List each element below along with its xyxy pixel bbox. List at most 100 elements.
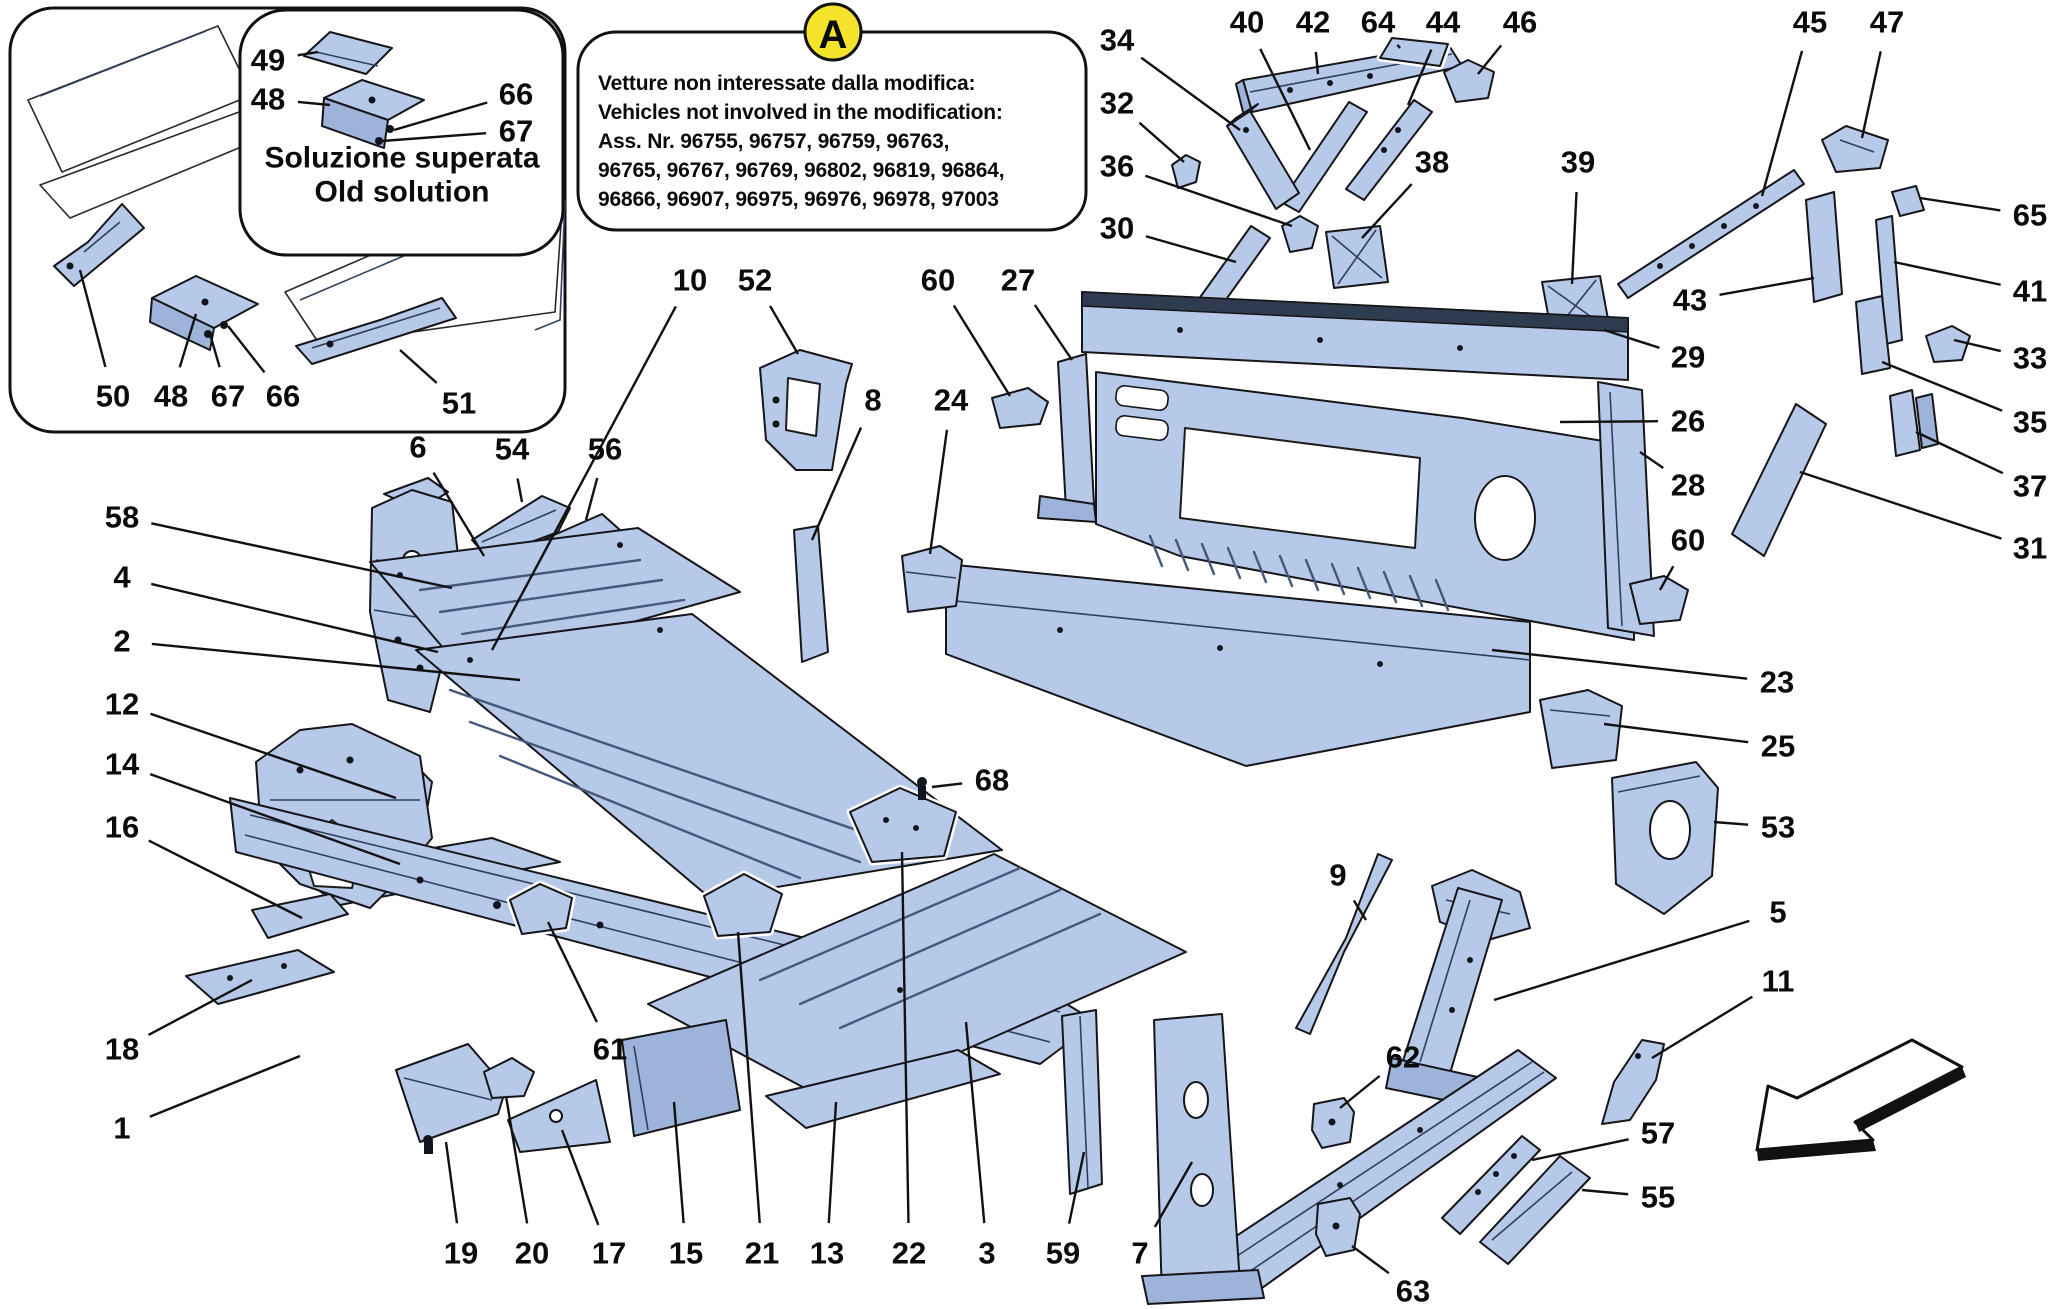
callout-leader-40 xyxy=(1259,48,1312,151)
callout-label-29: 29 xyxy=(1671,340,1705,375)
callout-leader-63 xyxy=(1351,1245,1390,1275)
callout-label-68: 68 xyxy=(975,763,1009,798)
inset-callout-leader-49 xyxy=(297,50,319,57)
callout-leader-2 xyxy=(151,642,521,682)
callout-label-25: 25 xyxy=(1761,729,1795,764)
callout-label-2: 2 xyxy=(113,624,130,659)
callout-label-20: 20 xyxy=(515,1236,549,1271)
part-17-triangle xyxy=(507,1079,611,1153)
callout-label-14: 14 xyxy=(105,747,140,782)
callout-leader-5 xyxy=(1493,919,1750,1002)
inset-bubble xyxy=(238,8,565,257)
callout-leader-41 xyxy=(1893,260,2001,286)
callout-label-33: 33 xyxy=(2013,341,2047,376)
callout-leader-9 xyxy=(1352,899,1368,921)
callout-leader-24 xyxy=(928,429,949,555)
part-7-post xyxy=(1141,1013,1265,1305)
part-48-box-top xyxy=(321,79,425,149)
callout-leader-37 xyxy=(1915,430,2004,475)
part-15-panel xyxy=(621,1019,741,1137)
callout-leader-19 xyxy=(444,1141,459,1224)
part-68-bolt xyxy=(917,777,927,800)
part-3-floor xyxy=(647,853,1187,1107)
callout-label-19: 19 xyxy=(444,1236,478,1271)
part-24-bracket xyxy=(901,545,963,613)
callout-label-62: 62 xyxy=(1386,1040,1420,1075)
callout-label-7: 7 xyxy=(1131,1236,1148,1271)
callout-leader-42 xyxy=(1314,51,1320,75)
callout-label-37: 37 xyxy=(2013,469,2047,504)
callout-leader-27 xyxy=(1033,304,1073,361)
callout-label-45: 45 xyxy=(1793,5,1827,40)
callout-leader-18 xyxy=(147,978,253,1036)
parts-right-group xyxy=(1061,853,1665,1305)
part-48-box-bottom xyxy=(149,275,259,351)
callout-leader-39 xyxy=(1570,191,1578,285)
part-32-clip xyxy=(1171,154,1201,189)
part-27-bracket xyxy=(1037,353,1097,523)
callout-label-59: 59 xyxy=(1046,1236,1080,1271)
callout-leader-4 xyxy=(150,582,439,654)
part-53-bracket xyxy=(1611,761,1719,915)
part-62-clamp xyxy=(1311,1097,1355,1149)
part-11-bracket xyxy=(1601,1039,1665,1125)
callout-label-9: 9 xyxy=(1329,858,1346,893)
part-36-clip xyxy=(1281,215,1319,253)
callout-label-60: 60 xyxy=(1671,523,1705,558)
part-23-panel xyxy=(945,563,1531,767)
callout-label-39: 39 xyxy=(1561,145,1595,180)
callout-leader-22 xyxy=(900,851,910,1224)
bulkhead-vent-slots xyxy=(1148,534,1450,612)
callout-leader-26 xyxy=(1559,420,1659,424)
part-47-bracket xyxy=(1821,125,1889,173)
part-60-bracket-right xyxy=(1629,575,1689,625)
note-line-1: Vetture non interessate dalla modifica: xyxy=(598,72,975,95)
note-box: A Vetture non interessate dalla modifica… xyxy=(576,2,1088,232)
part-44-brace xyxy=(1345,99,1433,201)
callout-leader-3 xyxy=(964,1021,986,1224)
callout-leader-17 xyxy=(560,1129,600,1226)
part-65-cap xyxy=(1891,185,1925,217)
callout-leader-38 xyxy=(1361,183,1413,239)
part-37-blocks xyxy=(1889,389,1939,457)
part-31-blade xyxy=(1731,403,1827,557)
callout-leader-45 xyxy=(1760,50,1804,197)
inset-callout-label-49: 49 xyxy=(251,43,285,78)
callout-label-65: 65 xyxy=(2013,198,2047,233)
part-38-bracket xyxy=(1325,225,1389,289)
part-50-bracket xyxy=(53,203,145,287)
callout-label-31: 31 xyxy=(2013,531,2047,566)
callout-label-11: 11 xyxy=(1762,964,1795,999)
part-2-floor xyxy=(369,527,741,671)
callout-label-21: 21 xyxy=(745,1236,779,1271)
callout-leader-25 xyxy=(1603,722,1749,744)
callout-leader-55 xyxy=(1581,1188,1629,1196)
part-26-bulkhead xyxy=(1095,371,1635,641)
inset-callout-leader-50 xyxy=(78,269,107,368)
callout-label-43: 43 xyxy=(1673,283,1707,318)
callout-label-53: 53 xyxy=(1761,810,1795,845)
inset-callout-leader-48 xyxy=(178,313,198,368)
callout-label-12: 12 xyxy=(105,687,139,722)
direction-arrow xyxy=(1755,1038,1966,1161)
note-line-2: Vehicles not involved in the modificatio… xyxy=(598,101,1003,124)
callout-label-60: 60 xyxy=(921,263,955,298)
part-40-brace xyxy=(1280,101,1368,213)
inset-callout-label-67: 67 xyxy=(211,379,245,414)
part-9-blade xyxy=(1295,853,1393,1035)
part-5-sill-beam xyxy=(1211,1049,1557,1299)
callout-label-32: 32 xyxy=(1100,86,1134,121)
callout-label-24: 24 xyxy=(934,383,969,418)
callout-label-16: 16 xyxy=(105,810,139,845)
callout-leader-44 xyxy=(1406,49,1433,106)
callout-label-42: 42 xyxy=(1296,5,1330,40)
callout-leader-21 xyxy=(736,931,761,1224)
part-35-channel xyxy=(1855,295,1891,375)
callout-label-64: 64 xyxy=(1361,5,1396,40)
part-20-piece xyxy=(483,1057,535,1099)
callout-leader-58 xyxy=(151,522,453,590)
callout-label-27: 27 xyxy=(1001,263,1035,298)
callout-label-3: 3 xyxy=(978,1236,995,1271)
callout-leader-23 xyxy=(1491,648,1748,680)
